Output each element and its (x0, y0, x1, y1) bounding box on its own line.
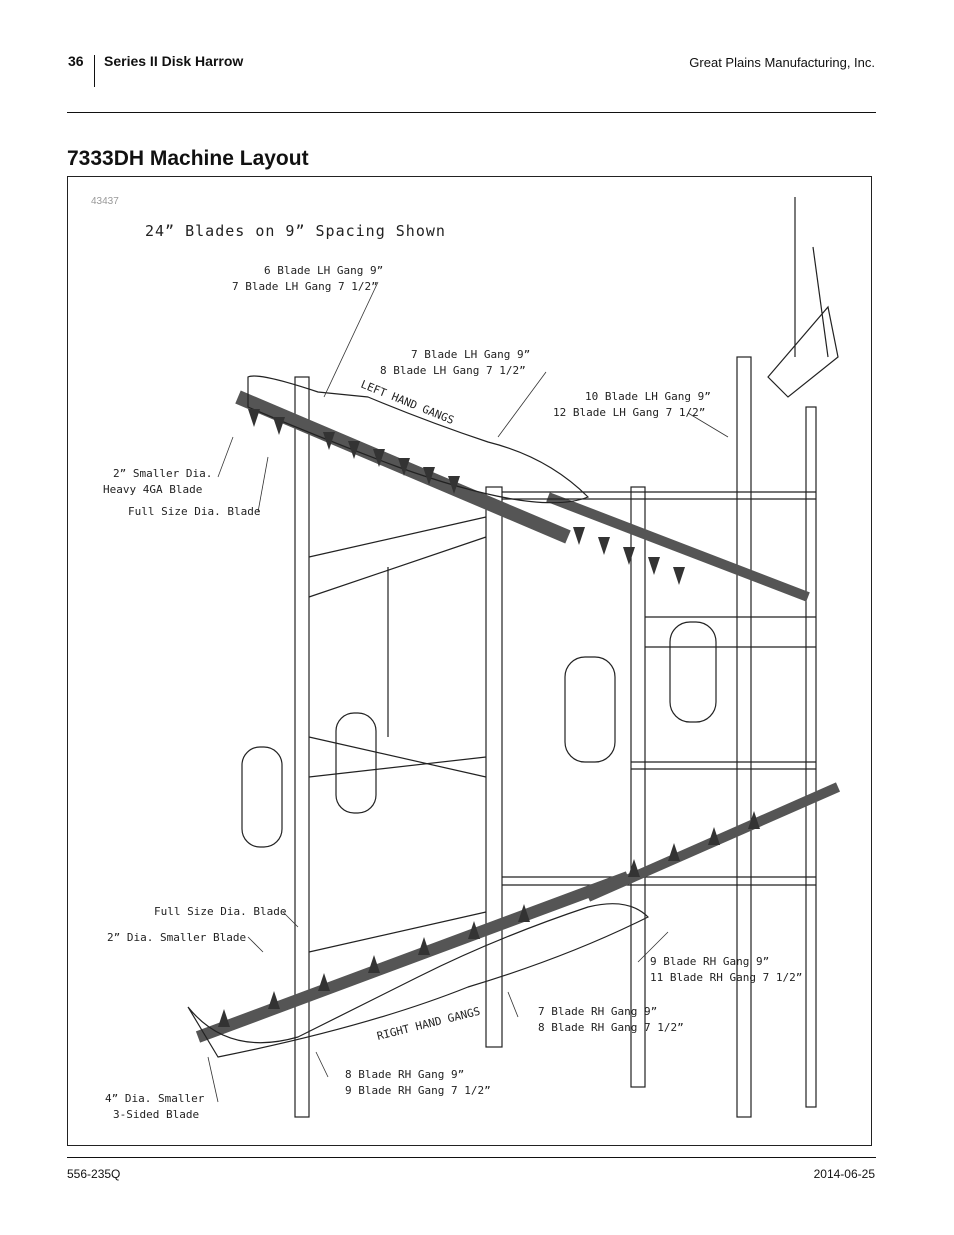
machine-layout-figure: 43437 (67, 176, 872, 1146)
label-full-size-bottom: Full Size Dia. Blade (154, 905, 286, 918)
right-wheel-2 (669, 621, 717, 723)
document-number: 556-235Q (67, 1167, 121, 1181)
right-wheel-1 (564, 656, 616, 763)
center-wheel (335, 712, 377, 814)
label-right-hand-gangs: RIGHT HAND GANGS (376, 1005, 482, 1043)
harrow-drawing: 24” Blades on 9” Spacing Shown 6 Blade L… (103, 197, 841, 1121)
center-beam (485, 486, 503, 1048)
left-main-beam (294, 376, 310, 1118)
label-smaller-blade: 2” Dia. Smaller Blade (107, 931, 246, 944)
figure-heading: 24” Blades on 9” Spacing Shown (145, 222, 446, 240)
label-lh10-9: 10 Blade LH Gang 9” (585, 390, 711, 403)
label-rh7-9: 7 Blade RH Gang 9” (538, 1005, 657, 1018)
label-three-sided: 3-Sided Blade (113, 1108, 199, 1121)
header-rule (67, 112, 876, 113)
label-rh8-75: 8 Blade RH Gang 7 1/2” (538, 1021, 684, 1034)
section-title: 7333DH Machine Layout (67, 147, 309, 170)
header-divider (94, 55, 95, 87)
right-beam-3 (805, 406, 817, 1108)
left-wheel (241, 746, 283, 848)
label-lh6-9: 6 Blade LH Gang 9” (264, 264, 383, 277)
label-smaller-dia: 2” Smaller Dia. (113, 467, 212, 480)
label-lh7-75: 7 Blade LH Gang 7 1/2” (232, 280, 378, 293)
label-rh9-9: 9 Blade RH Gang 9” (650, 955, 769, 968)
label-lh12-75: 12 Blade LH Gang 7 1/2” (553, 406, 705, 419)
label-four-dia: 4” Dia. Smaller (105, 1092, 205, 1105)
right-beam-2 (736, 356, 752, 1118)
rh-gang-beam-1 (195, 871, 631, 1043)
footer-rule (67, 1157, 876, 1158)
label-heavy-blade: Heavy 4GA Blade (103, 483, 202, 496)
figure-id: 43437 (91, 196, 119, 207)
label-rh11-75: 11 Blade RH Gang 7 1/2” (650, 971, 802, 984)
label-rh8-9: 8 Blade RH Gang 9” (345, 1068, 464, 1081)
company-name: Great Plains Manufacturing, Inc. (689, 55, 875, 70)
label-lh7-9: 7 Blade LH Gang 9” (411, 348, 530, 361)
label-rh9-75: 9 Blade RH Gang 7 1/2” (345, 1084, 491, 1097)
label-lh8-75: 8 Blade LH Gang 7 1/2” (380, 364, 526, 377)
label-left-hand-gangs: LEFT HAND GANGS (359, 378, 456, 427)
page-number: 36 (68, 53, 84, 69)
manual-title: Series II Disk Harrow (104, 53, 244, 69)
publication-date: 2014-06-25 (813, 1167, 875, 1181)
right-beam-1 (630, 486, 646, 1088)
label-full-size-top: Full Size Dia. Blade (128, 505, 260, 518)
